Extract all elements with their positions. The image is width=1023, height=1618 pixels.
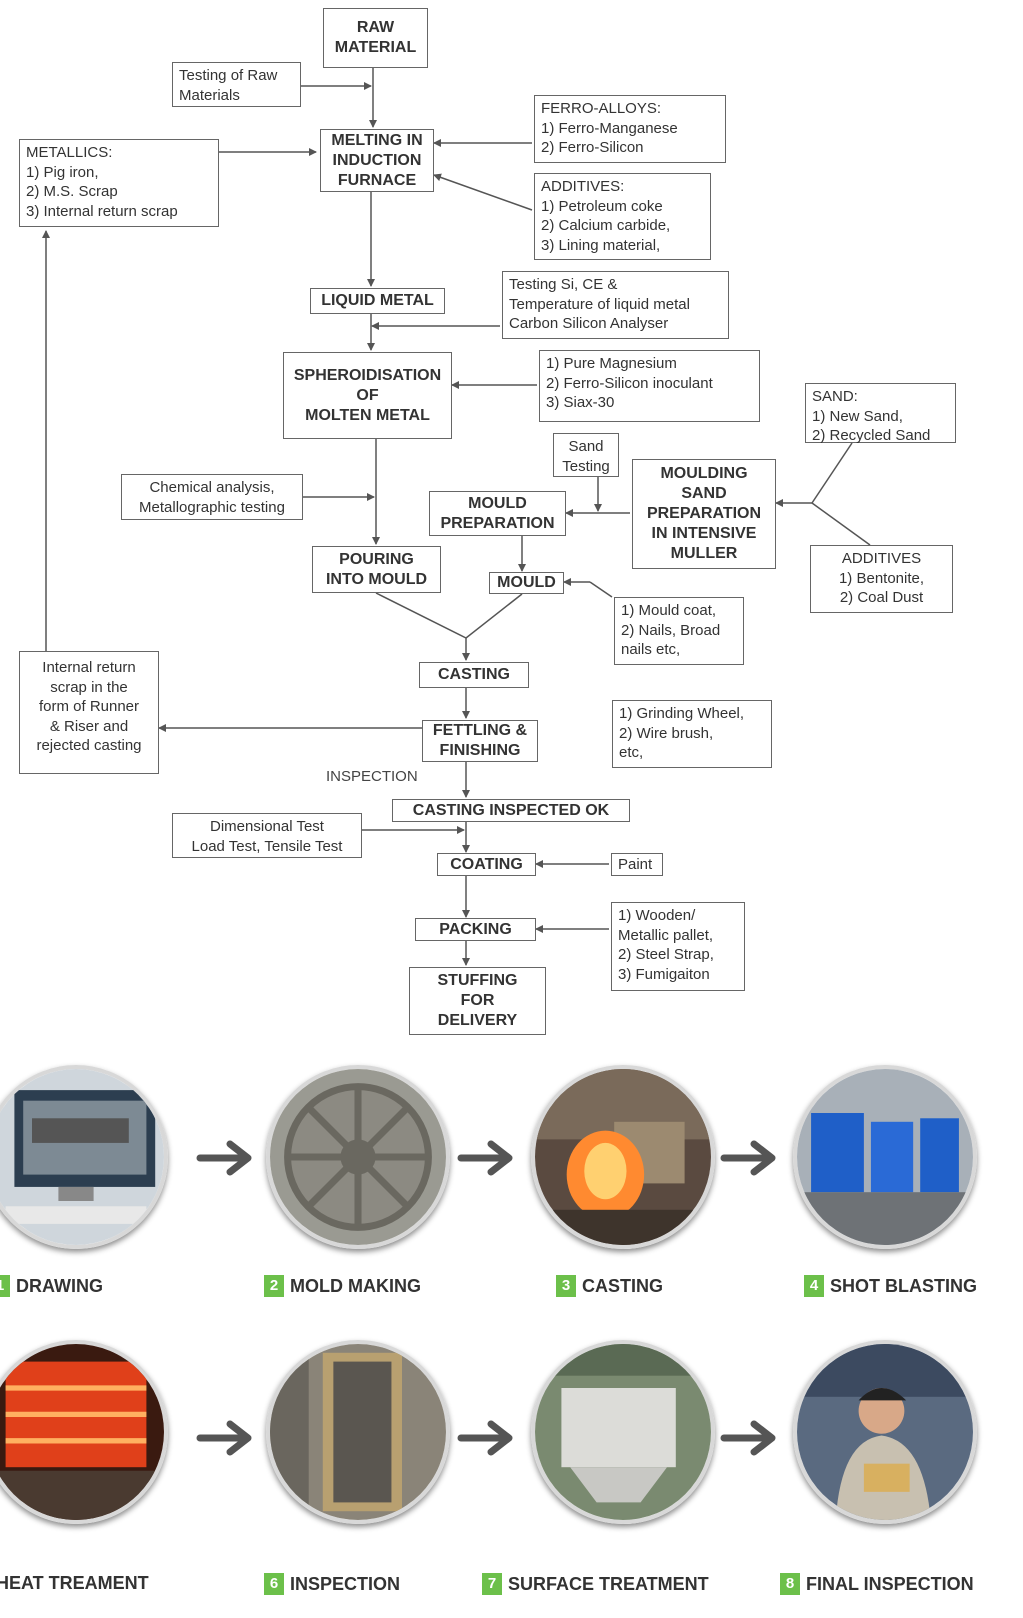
- arrow-right-icon: [196, 1140, 252, 1176]
- pouring-box: POURING INTO MOULD: [312, 546, 441, 593]
- melting-furnace-box: MELTING IN INDUCTION FURNACE: [320, 129, 434, 192]
- step-label: MOLD MAKING: [290, 1275, 421, 1296]
- ferro-alloys-box: FERRO-ALLOYS: 1) Ferro-Manganese 2) Ferr…: [534, 95, 726, 163]
- magnesium-box: 1) Pure Magnesium 2) Ferro-Silicon inocu…: [539, 350, 760, 422]
- mold-photo: [266, 1065, 450, 1249]
- arrow-right-icon: [457, 1140, 513, 1176]
- step-5-label: HEAT TREAMENT: [0, 1573, 149, 1594]
- drawing-photo: [0, 1065, 168, 1249]
- pallet-box: 1) Wooden/ Metallic pallet, 2) Steel Str…: [611, 902, 745, 991]
- arrow-right-icon: [196, 1420, 252, 1456]
- step-number-badge: 6: [264, 1573, 284, 1595]
- testing-raw-materials-box: Testing of Raw Materials: [172, 62, 301, 107]
- step-label: FINAL INSPECTION: [806, 1573, 974, 1594]
- arrow-right-icon: [720, 1140, 776, 1176]
- fettling-box: FETTLING & FINISHING: [422, 720, 538, 762]
- furnace-photo: [0, 1340, 168, 1524]
- sand-box: SAND: 1) New Sand, 2) Recycled Sand: [805, 383, 956, 444]
- sand-testing-box: Sand Testing: [553, 433, 619, 477]
- paint-box: Paint: [611, 853, 663, 876]
- inspection-photo: [266, 1340, 450, 1524]
- blasting-machine-photo: [793, 1065, 977, 1249]
- step-number-badge: 7: [482, 1573, 502, 1595]
- step-1-label: 1 DRAWING: [0, 1275, 103, 1297]
- stuffing-box: STUFFING FOR DELIVERY: [409, 967, 546, 1035]
- step-6-label: 6 INSPECTION: [264, 1573, 400, 1595]
- inspector-photo: [793, 1340, 977, 1524]
- step-label: SURFACE TREATMENT: [508, 1573, 709, 1594]
- casting-inspected-box: CASTING INSPECTED OK: [392, 799, 630, 822]
- step-number-badge: 1: [0, 1275, 10, 1297]
- packing-box: PACKING: [415, 918, 536, 941]
- chemical-analysis-box: Chemical analysis, Metallographic testin…: [121, 474, 303, 520]
- step-3-label: 3 CASTING: [556, 1275, 663, 1297]
- step-label: CASTING: [582, 1275, 663, 1296]
- step-number-badge: 2: [264, 1275, 284, 1297]
- molten-pour-photo: [531, 1065, 715, 1249]
- moulding-sand-box: MOULDING SAND PREPARATION IN INTENSIVE M…: [632, 459, 776, 569]
- step-number-badge: 4: [804, 1275, 824, 1297]
- mould-preparation-box: MOULD PREPARATION: [429, 491, 566, 536]
- mould-box: MOULD: [489, 572, 564, 594]
- step-number-badge: 3: [556, 1275, 576, 1297]
- step-2-label: 2 MOLD MAKING: [264, 1275, 421, 1297]
- step-4-label: 4 SHOT BLASTING: [804, 1275, 977, 1297]
- spheroidisation-box: SPHEROIDISATION OF MOLTEN METAL: [283, 352, 452, 439]
- metallics-box: METALLICS: 1) Pig iron, 2) M.S. Scrap 3)…: [19, 139, 219, 227]
- step-label: INSPECTION: [290, 1573, 401, 1594]
- step-label: DRAWING: [16, 1275, 103, 1296]
- additives-sand-box: ADDITIVES 1) Bentonite, 2) Coal Dust: [810, 545, 953, 613]
- grinding-box: 1) Grinding Wheel, 2) Wire brush, etc,: [612, 700, 772, 768]
- step-number-badge: 8: [780, 1573, 800, 1595]
- casting-box: CASTING: [419, 662, 529, 688]
- step-8-label: 8 FINAL INSPECTION: [780, 1573, 974, 1595]
- coating-box: COATING: [437, 853, 536, 876]
- step-label: HEAT TREAMENT: [0, 1573, 149, 1593]
- surface-treatment-photo: [531, 1340, 715, 1524]
- additives-melt-box: ADDITIVES: 1) Petroleum coke 2) Calcium …: [534, 173, 711, 260]
- dimensional-test-box: Dimensional Test Load Test, Tensile Test: [172, 813, 362, 858]
- liquid-metal-box: LIQUID METAL: [310, 288, 445, 314]
- arrow-right-icon: [720, 1420, 776, 1456]
- step-7-label: 7 SURFACE TREATMENT: [482, 1573, 709, 1595]
- raw-material-box: RAW MATERIAL: [323, 8, 428, 68]
- arrow-right-icon: [457, 1420, 513, 1456]
- mould-coat-box: 1) Mould coat, 2) Nails, Broad nails etc…: [614, 597, 744, 665]
- step-label: SHOT BLASTING: [830, 1275, 977, 1296]
- internal-return-box: Internal return scrap in the form of Run…: [19, 651, 159, 774]
- inspection-label: INSPECTION: [326, 768, 418, 785]
- testing-si-box: Testing Si, CE & Temperature of liquid m…: [502, 271, 729, 339]
